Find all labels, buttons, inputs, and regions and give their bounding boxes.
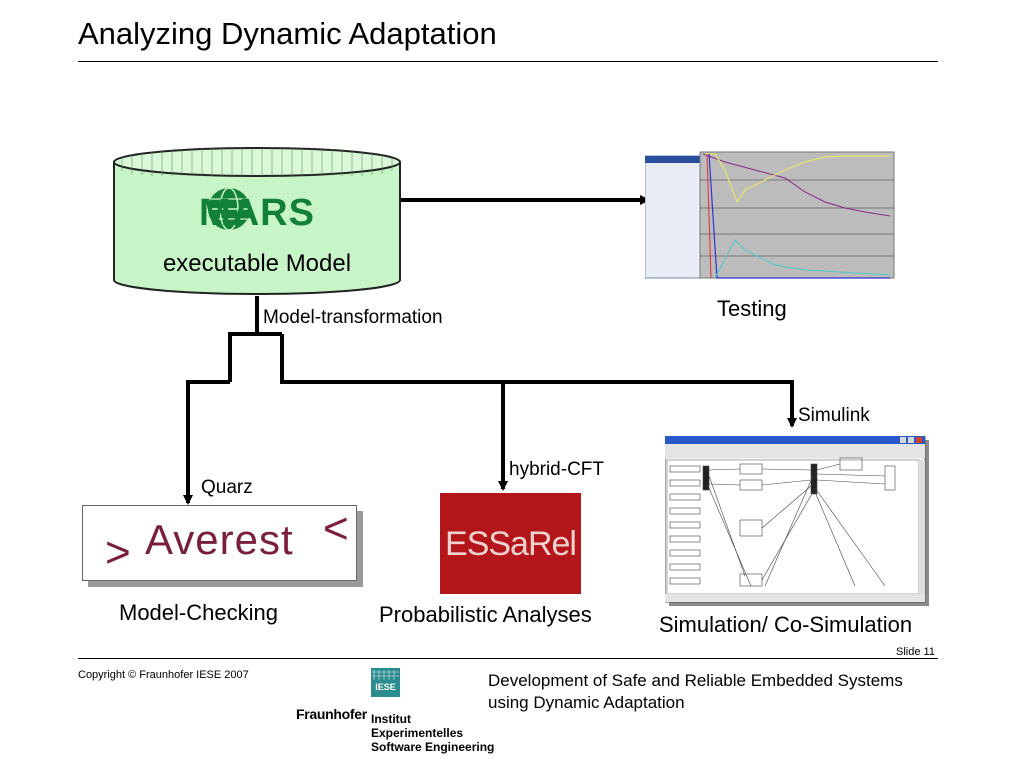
model-transformation-label: Model-transformation <box>263 307 443 328</box>
fraunhofer-iese-logo: IESE Fraunhofer Institut Experimentelles… <box>296 668 496 760</box>
cylinder-shape <box>113 147 401 295</box>
fraunhofer-wordmark: Fraunhofer <box>296 706 367 722</box>
quarz-label: Quarz <box>201 477 253 498</box>
edge-trunk-right <box>280 334 797 428</box>
iese-institute-name: Institut Experimentelles Software Engine… <box>371 712 494 754</box>
iese-line1: Institut <box>371 712 411 726</box>
simulation-label: Simulation/ Co-Simulation <box>659 612 913 637</box>
iese-badge-text: IESE <box>375 682 396 692</box>
globe-icon <box>208 187 250 231</box>
footer-description: Development of Safe and Reliable Embedde… <box>488 670 988 714</box>
averest-logo-text: Averest <box>145 516 294 563</box>
model-checking-label: Model-Checking <box>119 600 278 625</box>
footer-description-line1: Development of Safe and Reliable Embedde… <box>488 671 903 690</box>
footer-description-line2: using Dynamic Adaptation <box>488 693 685 712</box>
iese-line2: Experimentelles <box>371 726 464 740</box>
mars-logo: MARS <box>199 192 315 234</box>
copyright: Copyright © Fraunhofer IESE 2007 <box>78 669 249 681</box>
probabilistic-analyses-label: Probabilistic Analyses <box>379 602 592 627</box>
footer-divider <box>78 658 938 659</box>
slide-number: Slide 11 <box>896 646 935 658</box>
testing-label: Testing <box>717 296 787 321</box>
iese-line3: Software Engineering <box>371 740 495 754</box>
slide-title: Analyzing Dynamic Adaptation <box>78 16 497 51</box>
averest-logo: > Averest < <box>82 504 357 581</box>
testing-chart-screenshot <box>644 130 900 282</box>
executable-model-label: executable Model <box>162 250 352 277</box>
mars-executable-model: MARS executable Model <box>112 146 402 296</box>
iese-badge-icon: IESE <box>371 668 400 697</box>
essarel-logo: ESSaRel <box>440 493 581 594</box>
averest-chevron-right-icon: > <box>105 528 131 577</box>
edge-model-transformation <box>228 296 259 382</box>
simulink-label: Simulink <box>798 405 870 426</box>
edge-to-averest <box>183 380 230 505</box>
averest-chevron-left-icon: < <box>323 504 349 553</box>
essarel-logo-text: ESSaRel <box>445 525 577 563</box>
simulink-model-screenshot <box>664 435 929 606</box>
title-underline <box>78 61 938 62</box>
hybrid-cft-label: hybrid-CFT <box>509 459 605 480</box>
